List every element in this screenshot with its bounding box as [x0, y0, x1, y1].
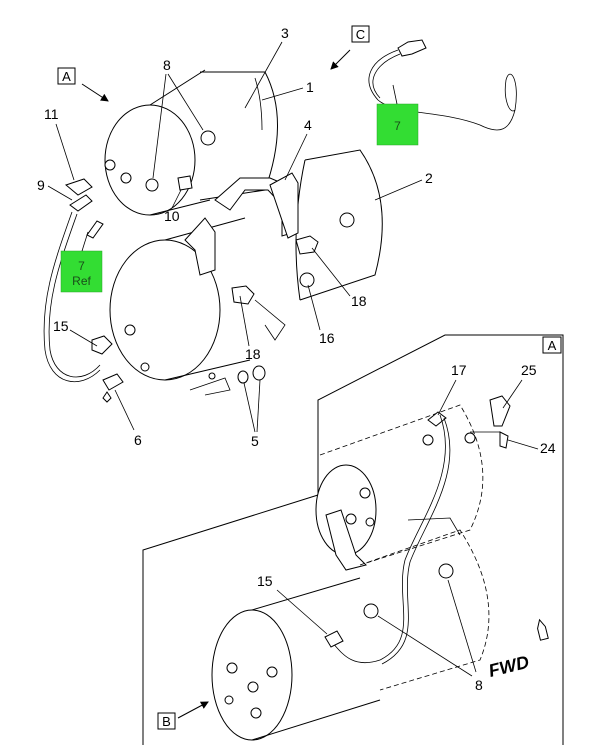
svg-text:A: A: [62, 69, 71, 84]
detail-view-a: [142, 334, 564, 745]
callout-24: 24: [540, 440, 556, 456]
svg-text:B: B: [162, 714, 171, 729]
callout-3: 3: [281, 25, 289, 41]
air-tank-2: [295, 149, 383, 301]
svg-text:7: 7: [394, 119, 401, 133]
callout-8-bottom: 8: [475, 677, 483, 693]
callout-11: 11: [44, 106, 59, 122]
callout-4: 4: [304, 117, 312, 133]
callout-17: 17: [451, 362, 467, 378]
callout-25: 25: [521, 362, 537, 378]
air-tank-1: [104, 69, 278, 216]
callout-18-right: 18: [351, 293, 367, 309]
detail-a-label: A: [548, 338, 557, 353]
green-callout-7-ref: 7 Ref: [60, 231, 103, 293]
callout-1: 1: [306, 79, 314, 95]
callout-15-top: 15: [53, 318, 69, 334]
callout-2: 2: [425, 170, 433, 186]
forward-indicator: FWD: [486, 618, 549, 681]
callouts: 3 1 8 11 9 10 4 2 18 16 18 15 6 5 17 25: [37, 25, 556, 693]
callout-8-top: 8: [163, 57, 171, 73]
view-label-b: B: [157, 701, 209, 730]
callout-9: 9: [37, 177, 45, 193]
callout-5: 5: [251, 433, 259, 449]
green-callout-7-top: 7: [376, 84, 419, 146]
svg-text:FWD: FWD: [486, 652, 531, 681]
callout-15-bottom: 15: [257, 573, 273, 589]
mounting-brackets: [184, 172, 299, 396]
detail-a-label-box: [542, 336, 562, 354]
upper-assembly: [43, 39, 517, 403]
callout-10: 10: [164, 208, 180, 224]
view-label-c: C: [330, 25, 370, 70]
svg-text:7: 7: [78, 259, 85, 273]
callout-6: 6: [134, 432, 142, 448]
callout-16: 16: [319, 330, 335, 346]
svg-text:Ref: Ref: [72, 274, 91, 288]
air-tank-front: [109, 217, 255, 381]
sensor-harness: [368, 39, 517, 131]
svg-text:C: C: [356, 27, 365, 42]
callout-18-center: 18: [245, 346, 261, 362]
view-label-a: A: [57, 67, 109, 102]
